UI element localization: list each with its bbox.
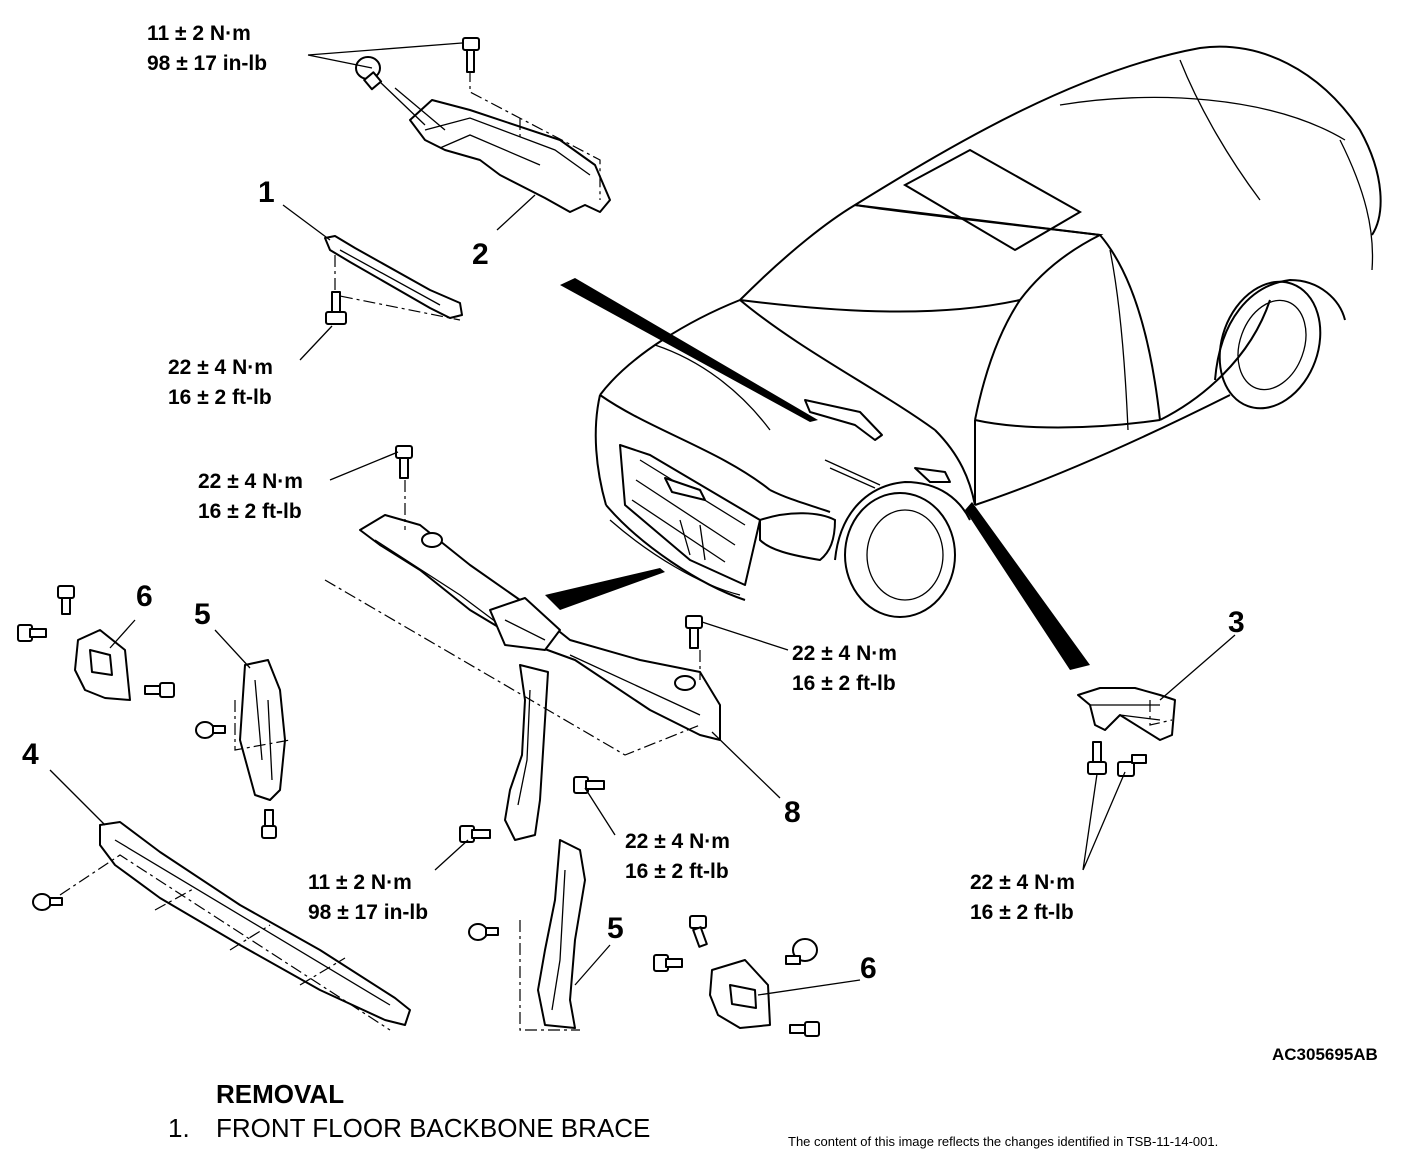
pointer-wedge-right <box>965 502 1090 670</box>
torque-label-nm: 22 ± 4 N·m <box>970 871 1075 894</box>
figure-reference: AC305695AB <box>1272 1045 1378 1064</box>
torque-label-nm: 22 ± 4 N·m <box>625 830 730 853</box>
part-5-stay-left <box>234 659 291 801</box>
part-8-support <box>324 480 721 841</box>
callout-5-right: 5 <box>607 912 624 945</box>
bolt-icon <box>459 825 491 843</box>
bolt-icon <box>789 1021 820 1037</box>
bolt-icon <box>144 682 175 698</box>
bolt-icon <box>57 585 75 615</box>
bolt-icon <box>462 37 480 73</box>
torque-label-nm: 11 ± 2 N·m <box>147 22 251 45</box>
callout-2: 2 <box>472 238 489 271</box>
bolt-icon <box>325 291 347 325</box>
torque-label-nm: 11 ± 2 N·m <box>308 871 412 894</box>
bolt-icon <box>573 776 605 794</box>
torque-label-imperial: 16 ± 2 ft-lb <box>792 672 896 695</box>
pointer-wedge-lower <box>545 568 665 610</box>
callout-3: 3 <box>1228 606 1245 639</box>
torque-label-imperial: 16 ± 2 ft-lb <box>168 386 272 409</box>
torque-label-imperial: 98 ± 17 in-lb <box>308 901 428 924</box>
bolt-icon <box>355 56 383 91</box>
torque-label-imperial: 16 ± 2 ft-lb <box>970 901 1074 924</box>
bolt-icon <box>1087 741 1107 775</box>
torque-label-imperial: 16 ± 2 ft-lb <box>198 500 302 523</box>
torque-label-imperial: 16 ± 2 ft-lb <box>625 860 729 883</box>
part-6-bracket-right <box>709 959 771 1029</box>
bolt-icon <box>17 624 47 642</box>
part-2-brace <box>409 70 611 213</box>
part-3-bracket <box>1077 687 1176 741</box>
callout-6-left: 6 <box>136 580 153 613</box>
callout-8: 8 <box>784 796 801 829</box>
part-6-bracket-left <box>74 629 131 701</box>
bolt-icon <box>653 954 683 972</box>
bolt-icon <box>395 445 413 479</box>
torque-label-nm: 22 ± 4 N·m <box>168 356 273 379</box>
bolt-icon <box>468 923 499 941</box>
callout-4: 4 <box>22 738 39 771</box>
bolt-icon <box>785 938 818 965</box>
legend-heading: REMOVAL <box>216 1079 344 1109</box>
footnote: The content of this image reflects the c… <box>788 1134 1218 1149</box>
bolt-icon <box>685 615 703 649</box>
leader-lines <box>49 42 1236 996</box>
torque-label-imperial: 98 ± 17 in-lb <box>147 52 267 75</box>
torque-label-nm: 22 ± 4 N·m <box>198 470 303 493</box>
part-1-floor-backbone-brace <box>324 235 463 321</box>
pointer-wedge-upper <box>560 278 818 422</box>
bolt-icon <box>195 721 226 739</box>
part-4-reinforcement <box>59 821 411 1031</box>
bolt-icon <box>261 809 277 839</box>
part-5-stay-right <box>519 839 586 1031</box>
callout-1: 1 <box>258 176 275 209</box>
callout-5-left: 5 <box>194 598 211 631</box>
bolt-icon <box>32 893 63 911</box>
legend-item-label: FRONT FLOOR BACKBONE BRACE <box>216 1113 650 1143</box>
bolt-icon <box>1117 754 1147 777</box>
bolt-icon <box>689 915 708 948</box>
vehicle-outline <box>594 45 1382 618</box>
legend-item-number: 1. <box>168 1113 190 1143</box>
torque-label-nm: 22 ± 4 N·m <box>792 642 897 665</box>
callout-6-right: 6 <box>860 952 877 985</box>
